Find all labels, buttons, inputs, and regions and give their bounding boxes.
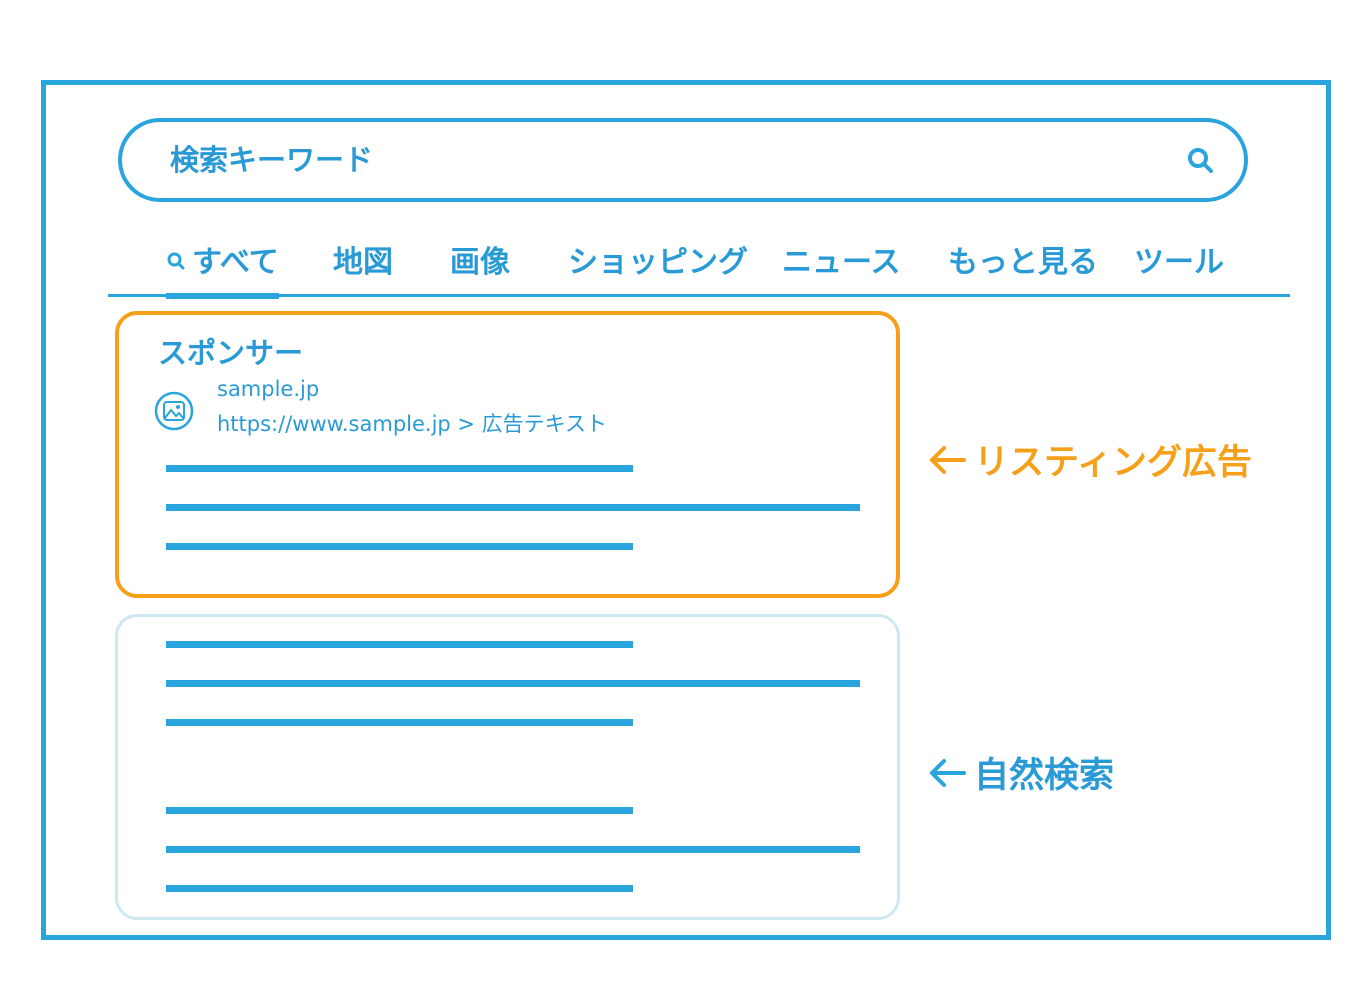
search-input-text: 検索キーワード <box>170 143 374 177</box>
sponsored-result-box <box>115 311 900 598</box>
listing-ad-annotation: リスティング広告 <box>928 434 1252 485</box>
tab-all[interactable]: すべて <box>166 238 279 299</box>
tab-more[interactable]: もっと見る <box>948 245 1098 280</box>
tab-images[interactable]: 画像 <box>450 245 510 280</box>
tab-news[interactable]: ニュース <box>782 245 901 280</box>
tab-shopping[interactable]: ショッピング <box>568 245 748 280</box>
ad-text-line <box>166 543 633 550</box>
organic-text-line <box>166 641 633 648</box>
organic-search-annotation: 自然検索 <box>928 747 1114 798</box>
browser-frame <box>41 80 1331 940</box>
search-icon <box>167 252 185 269</box>
tab-all-label: すべて <box>192 245 279 280</box>
organic-text-line <box>166 807 633 814</box>
tab-tools[interactable]: ツール <box>1134 245 1224 280</box>
organic-text-line <box>166 719 633 726</box>
organic-text-line <box>166 885 633 892</box>
organic-text-line <box>166 680 860 687</box>
search-bar[interactable]: 検索キーワード <box>118 118 1248 202</box>
ad-text-line <box>166 504 860 511</box>
listing-ad-label: リスティング広告 <box>974 443 1252 483</box>
ad-site-url[interactable]: https://www.sample.jp > 広告テキスト <box>217 412 608 436</box>
arrow-left-icon <box>930 759 966 787</box>
tab-maps[interactable]: 地図 <box>333 245 393 280</box>
ad-site-name[interactable]: sample.jp <box>217 377 320 401</box>
arrow-left-icon <box>930 446 966 474</box>
organic-search-label: 自然検索 <box>974 756 1115 796</box>
ad-text-line <box>166 465 633 472</box>
organic-text-line <box>166 846 860 853</box>
search-icon[interactable] <box>1186 146 1214 174</box>
sponsor-label: スポンサー <box>158 336 304 370</box>
search-tabs: すべて 地図 画像 ショッピング ニュース もっと見る ツール <box>108 238 1290 299</box>
organic-results-box <box>115 614 900 920</box>
image-icon <box>154 391 194 431</box>
